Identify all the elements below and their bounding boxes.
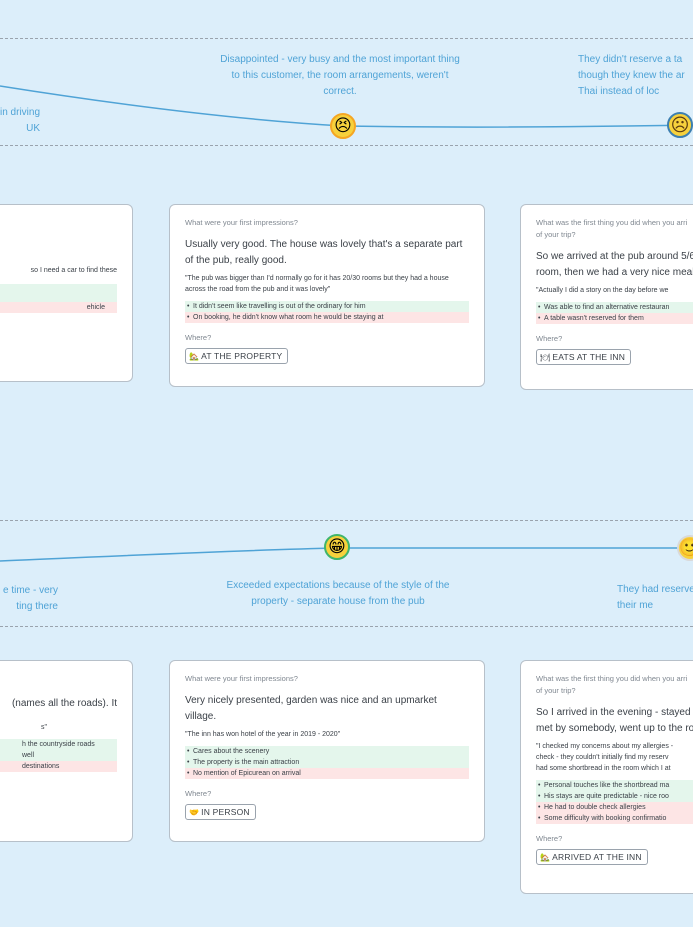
card-row2-middle: What were your first impressions? Very n… — [169, 660, 485, 842]
positive-point-text: His stays are quite predictable - nice r… — [544, 793, 669, 800]
negative-point-text: No mention of Epicurean on arrival — [193, 770, 301, 777]
location-tag[interactable]: 🍽EATS AT THE INN — [536, 349, 632, 365]
house-icon: 🏡 — [540, 853, 551, 862]
house-icon: 🏡 — [189, 352, 200, 361]
persevering-face-icon: 😣 — [330, 113, 356, 139]
card-quote: "Actually I did a story on the day befor… — [536, 287, 669, 294]
negative-point-text: destinations — [22, 762, 60, 770]
row2-bottom-dash — [0, 626, 693, 627]
negative-point-text: A table wasn't reserved for them — [544, 315, 644, 322]
slightly-smiling-face-icon: 🙂 — [677, 535, 693, 561]
negative-point: •A table wasn't reserved for them — [536, 313, 693, 324]
location-tag[interactable]: 🤝IN PERSON — [185, 804, 256, 820]
positive-point: •Was able to find an alternative restaur… — [536, 302, 693, 313]
card-question: What were your first impressions? — [185, 674, 298, 683]
negative-point-text: On booking, he didn't know what room he … — [193, 314, 384, 321]
handshake-icon: 🤝 — [189, 808, 200, 817]
negative-point-text: ehicle — [86, 304, 105, 311]
card-quote: "I checked my concerns about my allergie… — [536, 743, 674, 772]
card-row2-right: What was the first thing you did when yo… — [520, 660, 693, 894]
row1-bottom-dash — [0, 145, 693, 146]
location-tag[interactable]: 🏡ARRIVED AT THE INN — [536, 849, 648, 865]
negative-point-text: Some difficulty with booking confirmatio — [544, 815, 667, 822]
row1-caption-middle: Disappointed - very busy and the most im… — [220, 54, 460, 97]
row2-caption-right: They had reserve their me — [617, 584, 693, 611]
card-quote: "The pub was bigger than I'd normally go… — [185, 275, 449, 293]
card-answer: So I arrived in the evening - stayed a m… — [536, 707, 693, 734]
location-tag[interactable]: 🏡AT THE PROPERTY — [185, 348, 289, 364]
positive-point-text: Was able to find an alternative restaura… — [544, 304, 670, 311]
location-tag-label: IN PERSON — [201, 807, 250, 817]
row1-caption-right: They didn't reserve a ta though they kne… — [578, 54, 685, 97]
card-row2-left: (names all the roads). It s" h the count… — [0, 660, 133, 842]
row2-top-dash — [0, 520, 693, 521]
location-tag-label: AT THE PROPERTY — [201, 351, 283, 361]
positive-point-text: Personal touches like the shortbread ma — [544, 782, 670, 789]
card-row1-left: so I need a car to find these ehicle — [0, 204, 133, 382]
card-answer: Very nicely presented, garden was nice a… — [185, 695, 437, 722]
positive-point: •The property is the main attraction — [185, 757, 469, 768]
negative-point: destinations — [0, 760, 117, 772]
grinning-face-icon: 😁 — [324, 534, 350, 560]
negative-point: •He had to double check allergies — [536, 802, 693, 813]
negative-point-text: He had to double check allergies — [544, 804, 646, 811]
location-tag-label: EATS AT THE INN — [552, 352, 626, 362]
positive-point-text: The property is the main attraction — [193, 759, 300, 766]
positive-point: h the countryside roads — [0, 738, 117, 750]
negative-point: •No mention of Epicurean on arrival — [185, 768, 469, 779]
card-question: What were your first impressions? — [185, 218, 298, 227]
positive-point: well — [0, 749, 117, 761]
card-row1-right: What was the first thing you did when yo… — [520, 204, 693, 390]
positive-point-text: well — [22, 751, 35, 759]
row1-top-dash — [0, 38, 693, 39]
positive-point: •His stays are quite predictable - nice … — [536, 791, 693, 802]
card-row1-middle: What were your first impressions? Usuall… — [169, 204, 485, 387]
positive-point-text: Cares about the scenery — [193, 748, 270, 755]
positive-point: •It didn't seem like travelling is out o… — [185, 301, 469, 312]
row1-caption-left: in driving UK — [0, 107, 41, 134]
positive-point-text: It didn't seem like travelling is out of… — [193, 303, 366, 310]
card-answer: Usually very good. The house was lovely … — [185, 239, 463, 266]
negative-point: •On booking, he didn't know what room he… — [185, 312, 469, 323]
card-answer: So we arrived at the pub around 5/6 room… — [536, 251, 693, 278]
row2-caption-middle: Exceeded expectations because of the sty… — [226, 580, 450, 607]
plate-icon: 🍽 — [540, 353, 551, 362]
location-tag-label: ARRIVED AT THE INN — [552, 852, 642, 862]
where-label: Where? — [536, 334, 563, 343]
positive-point — [0, 284, 117, 302]
frowning-face-icon: ☹ — [667, 112, 693, 138]
positive-point: •Cares about the scenery — [185, 746, 469, 757]
card-quote: so I need a car to find these — [30, 267, 117, 274]
card-quote: "The inn has won hotel of the year in 20… — [185, 731, 341, 738]
positive-point-text: h the countryside roads — [22, 740, 95, 748]
negative-point: •Some difficulty with booking confirmati… — [536, 813, 693, 824]
where-label: Where? — [185, 333, 212, 342]
where-label: Where? — [536, 834, 563, 843]
row2-caption-left: e time - very ting there — [2, 585, 58, 612]
card-question: What was the first thing you did when yo… — [536, 218, 688, 239]
where-label: Where? — [185, 789, 212, 798]
card-answer: (names all the roads). It — [11, 698, 117, 709]
negative-point: ehicle — [0, 302, 117, 313]
card-quote: s" — [41, 723, 47, 731]
card-question: What was the first thing you did when yo… — [536, 674, 688, 695]
positive-point: •Personal touches like the shortbread ma — [536, 780, 693, 791]
